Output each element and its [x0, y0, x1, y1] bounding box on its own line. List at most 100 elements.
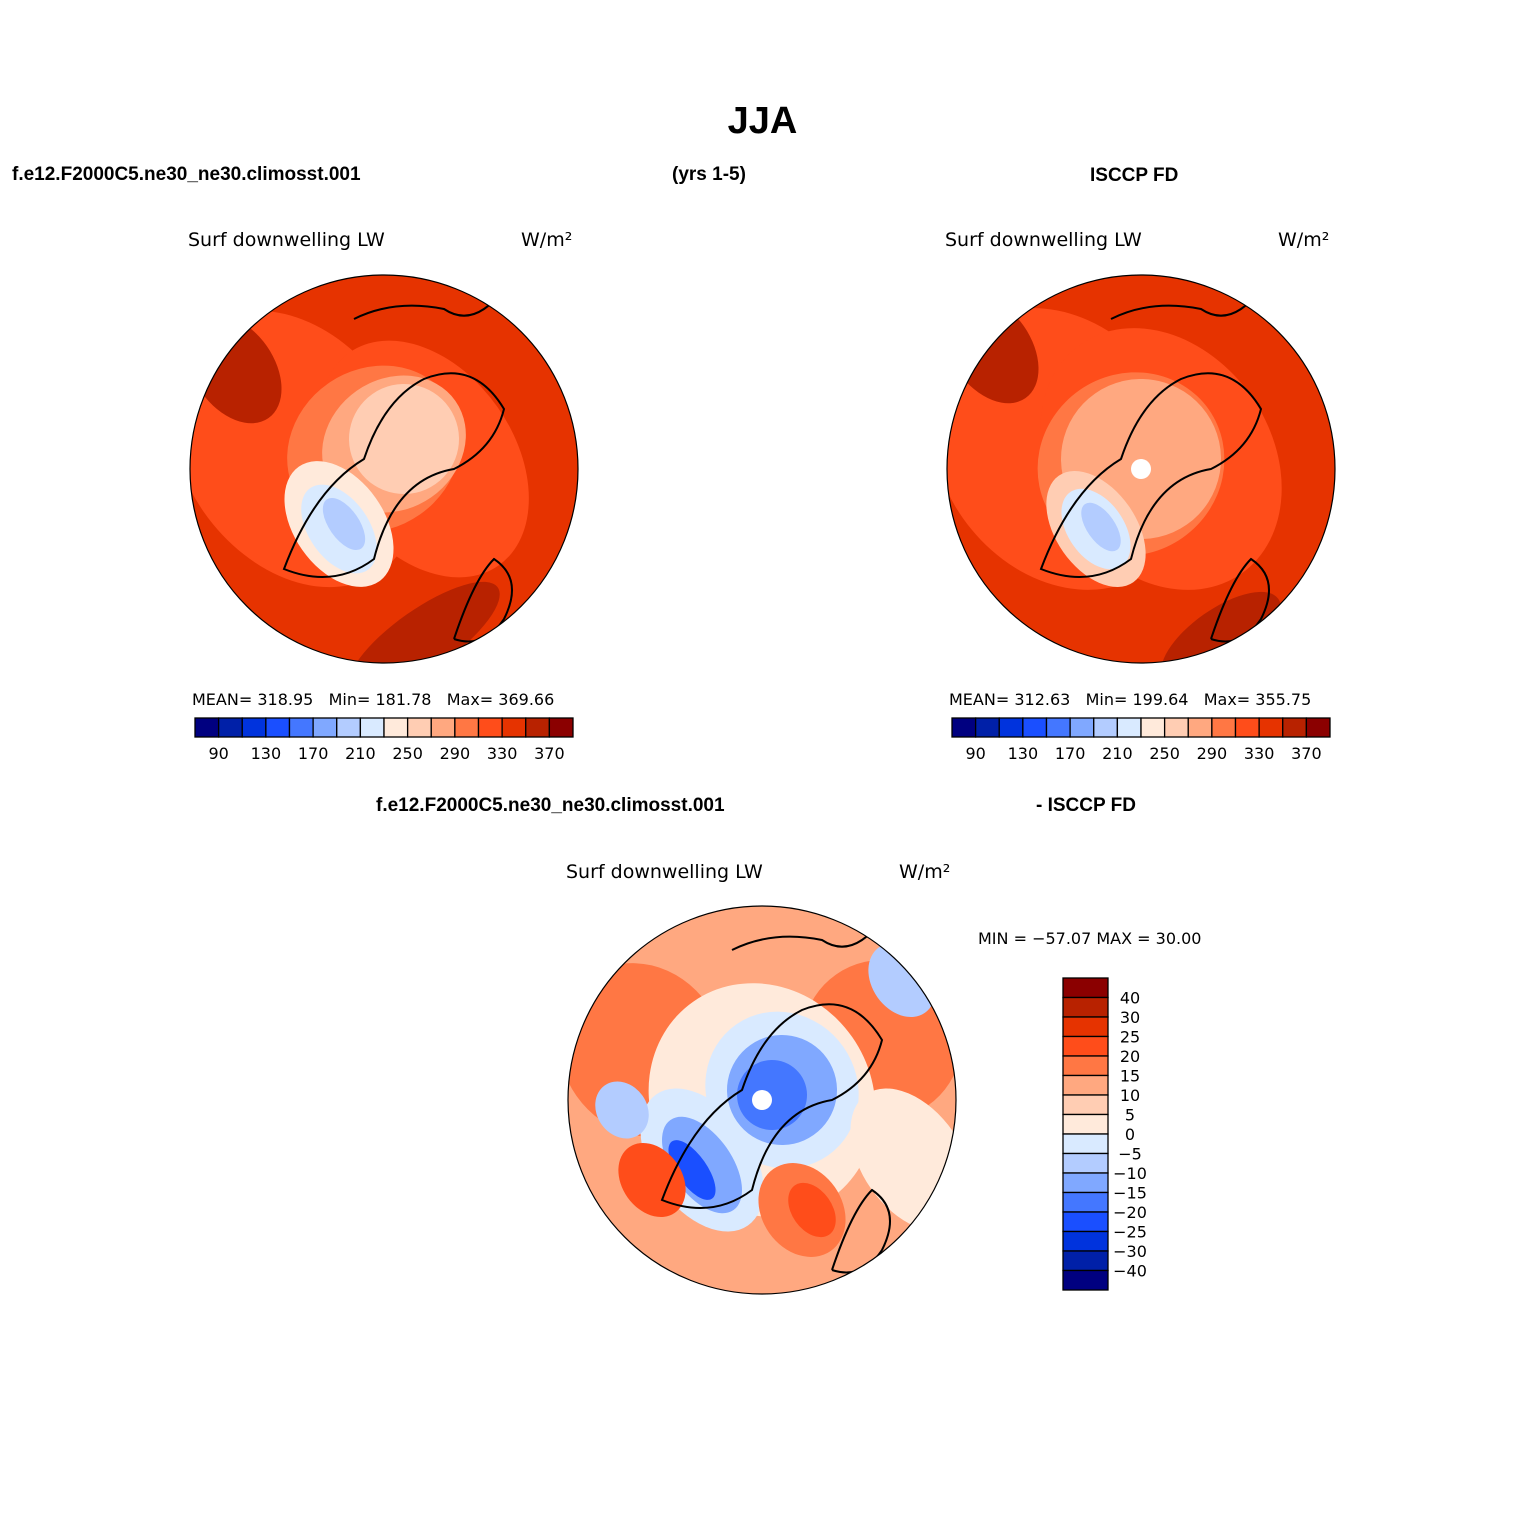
colorbar-box	[1211, 717, 1237, 738]
max-value: 369.66	[498, 690, 555, 709]
contour-region	[618, 1142, 686, 1218]
coastline-greenland-arctic	[282, 372, 506, 578]
colorbar-tick-label: −5	[1118, 1145, 1142, 1164]
colorbar-tick-label: 130	[251, 744, 282, 763]
min-value: 199.64	[1132, 690, 1189, 709]
mean-value: 312.63	[1014, 690, 1071, 709]
missing-data-pole	[752, 1090, 772, 1110]
colorbar-box	[974, 717, 1000, 738]
colorbar-box	[1234, 717, 1260, 738]
colorbar-box	[1093, 717, 1119, 738]
colorbar-tick-label: 30	[1120, 1008, 1140, 1027]
colorbar-box	[1062, 1152, 1109, 1174]
diff-case-name: f.e12.F2000C5.ne30_ne30.climosst.001	[376, 795, 725, 816]
map-boundary	[189, 274, 579, 664]
panel2-units: W/m²	[1278, 229, 1330, 251]
colorbar-box	[1163, 717, 1189, 738]
colorbar-tick-label: 25	[1120, 1028, 1140, 1047]
max-label: Max=	[446, 690, 494, 709]
colorbar-tick-label: 10	[1120, 1086, 1140, 1105]
panel1-units: W/m²	[521, 229, 573, 251]
colorbar-tick-label: 290	[1197, 744, 1228, 763]
panel3-title: Surf downwelling LW	[566, 861, 763, 883]
colorbar-tick-label: −40	[1113, 1262, 1147, 1281]
colorbar-tick-label: 370	[1291, 744, 1322, 763]
min-label: Min=	[1085, 690, 1128, 709]
colorbar-box	[194, 717, 220, 738]
colorbar-tick-label: 330	[487, 744, 518, 763]
colorbar-box	[1062, 996, 1109, 1018]
min-value: 181.78	[375, 690, 432, 709]
colorbar-box	[501, 717, 527, 738]
map-panel-3	[568, 906, 956, 1294]
colorbar-box	[1062, 977, 1109, 999]
colorbar-box	[998, 717, 1024, 738]
colorbar-tick-label: 90	[965, 744, 985, 763]
colorbar-box	[548, 717, 574, 738]
panel1-title: Surf downwelling LW	[188, 229, 385, 251]
panel3-stats: MIN = −57.07 MAX = 30.00	[978, 929, 1202, 948]
contour-region	[737, 1060, 807, 1130]
colorbar-tick-label: −30	[1113, 1242, 1147, 1261]
colorbar-tick-label: 250	[392, 744, 423, 763]
colorbar-box	[1062, 1191, 1109, 1213]
colorbar-box	[1258, 717, 1284, 738]
colorbar-box	[1062, 1230, 1109, 1252]
colorbar-box	[1062, 1133, 1109, 1155]
colorbar-box	[1062, 1211, 1109, 1233]
colorbar-box	[217, 717, 243, 738]
colorbar-tick-label: 210	[345, 744, 376, 763]
colorbar-tick-label: 290	[440, 744, 471, 763]
panel1-stats: MEAN= 318.95 Min= 181.78 Max= 369.66	[192, 690, 554, 709]
colorbar-tick-label: 330	[1244, 744, 1275, 763]
colorbar-box	[1062, 1172, 1109, 1194]
years-label: (yrs 1-5)	[672, 164, 746, 185]
colorbar-tick-label: 250	[1149, 744, 1180, 763]
colorbar-box	[1116, 717, 1142, 738]
contour-region	[349, 384, 459, 494]
map-panel-1	[190, 275, 578, 663]
colorbar-tick-label: 210	[1102, 744, 1133, 763]
colorbar-box	[951, 717, 977, 738]
contour-region	[348, 581, 500, 663]
coastline-greenland-arctic	[1039, 372, 1263, 578]
colorbar-tick-label: 20	[1120, 1047, 1140, 1066]
colorbar-box	[265, 717, 291, 738]
contour-region	[788, 1182, 836, 1238]
colorbar-box	[430, 717, 456, 738]
colorbar-tick-label: 40	[1120, 989, 1140, 1008]
coastline-greenland-arctic	[660, 1003, 884, 1209]
obs-name: ISCCP FD	[1090, 165, 1179, 186]
colorbar-tick-label: −15	[1113, 1184, 1147, 1203]
colorbar-tick-label: 15	[1120, 1067, 1140, 1086]
diff-obs-name: - ISCCP FD	[1036, 795, 1136, 816]
colorbar-box	[383, 717, 409, 738]
case-name: f.e12.F2000C5.ne30_ne30.climosst.001	[12, 164, 361, 185]
contour-region	[595, 1081, 649, 1139]
colorbar-box	[1062, 1113, 1109, 1135]
panel2-title: Surf downwelling LW	[945, 229, 1142, 251]
colorbar-box	[1062, 1094, 1109, 1116]
colorbar-tick-label: 170	[298, 744, 329, 763]
colorbar-box	[1062, 1269, 1109, 1291]
colorbar-box	[1062, 1055, 1109, 1077]
colorbar-box	[1062, 1016, 1109, 1038]
colorbar-box	[1140, 717, 1166, 738]
colorbar-box	[1045, 717, 1071, 738]
colorbar-tick-label: 370	[534, 744, 565, 763]
contour-region	[1081, 502, 1121, 552]
colorbar-box	[1062, 1074, 1109, 1096]
colorbar-box	[525, 717, 551, 738]
map-boundary	[946, 274, 1336, 664]
max-label: Max=	[1203, 690, 1251, 709]
colorbar-box	[1305, 717, 1331, 738]
colorbar-tick-label: 170	[1055, 744, 1086, 763]
colorbar-box	[336, 717, 362, 738]
mean-value: 318.95	[257, 690, 314, 709]
colorbar-box	[1282, 717, 1308, 738]
contour-region	[322, 497, 366, 551]
missing-data-pole	[1131, 459, 1151, 479]
colorbar-box	[1062, 1035, 1109, 1057]
map-boundary	[567, 905, 957, 1295]
